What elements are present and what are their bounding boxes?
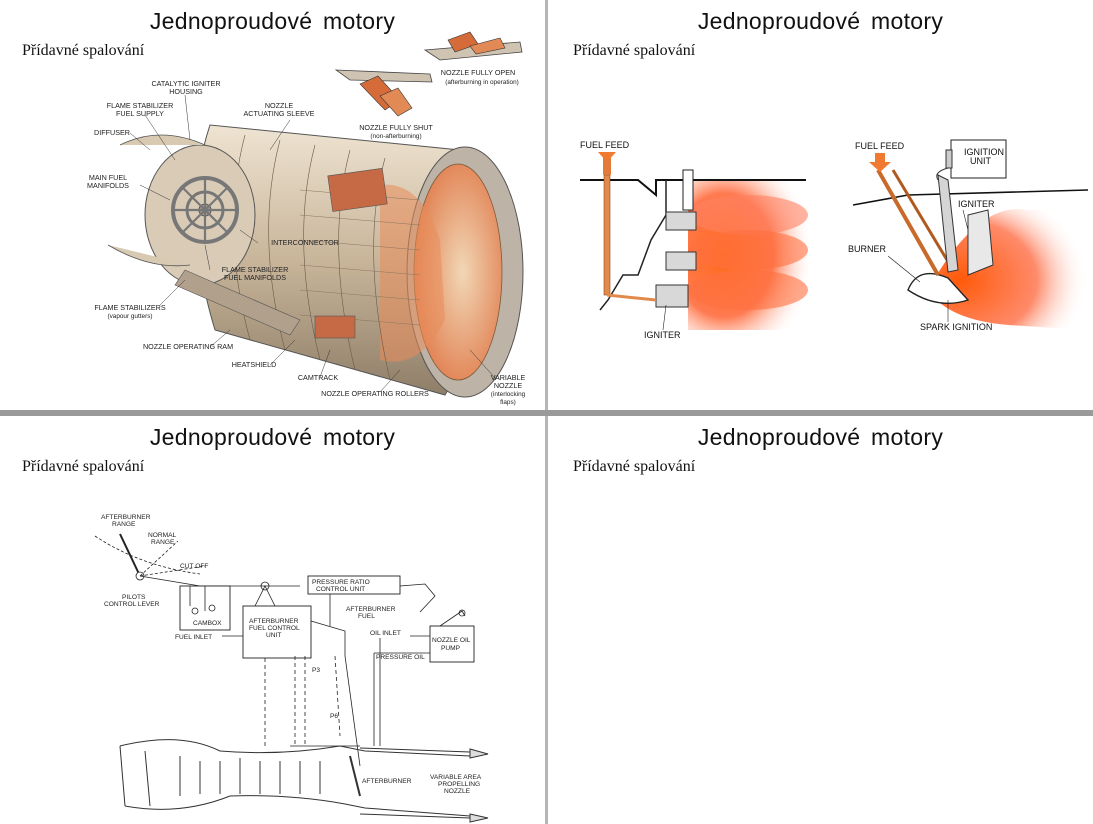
label-vapour-gutters: (vapour gutters) <box>107 313 152 320</box>
slide-1: Jednoproudové motory Přídavné spalování <box>0 0 545 410</box>
label-fs-fuel-manifolds-2: FUEL MANIFOLDS <box>224 273 286 282</box>
slide-2: Jednoproudové motory Přídavné spalování <box>548 0 1093 410</box>
label-burner: BURNER <box>848 244 887 254</box>
horizontal-divider <box>0 410 1093 416</box>
pressure-ratio-control-unit <box>307 575 401 595</box>
label-fuel-inlet: FUEL INLET <box>175 634 212 641</box>
label-variable: VARIABLE <box>491 373 526 382</box>
label-afterburner-fuel: AFTERBURNER <box>346 606 396 613</box>
label-pressure-ratio: PRESSURE RATIO <box>312 579 370 586</box>
afterburner-fuel-control-unit <box>242 605 312 659</box>
label-variable-area: VARIABLE AREA <box>430 774 482 781</box>
slide-subtitle: Přídavné spalování <box>22 42 145 59</box>
label-nozzle-operating-rollers: NOZZLE OPERATING ROLLERS <box>321 389 429 398</box>
label-spark-ignition: SPARK IGNITION <box>920 322 992 332</box>
label-afterburner: AFTERBURNER <box>362 778 412 785</box>
afterburner-jetpipe <box>195 124 524 398</box>
label-fuel: FUEL <box>358 613 375 620</box>
label-afterburner-range: AFTERBURNER <box>101 514 151 521</box>
label-pump: PUMP <box>441 645 461 652</box>
nozzle-shut-inset <box>334 69 433 117</box>
afterburner-cutaway-diagram: NOZZLE FULLY OPEN (afterburning in opera… <box>87 31 526 406</box>
pilots-control-lever <box>94 533 300 587</box>
label-catalytic-igniter: CATALYTIC IGNITER <box>151 79 220 88</box>
label-fuel-control: FUEL CONTROL <box>249 625 300 632</box>
label-manifolds: MANIFOLDS <box>87 181 129 190</box>
label-igniter-left: IGNITER <box>644 330 681 340</box>
label-fs-fuel-manifolds: FLAME STABILIZER <box>222 265 289 274</box>
label-interlocking: (interlocking <box>491 391 526 398</box>
label-main-fuel: MAIN FUEL <box>89 173 127 182</box>
label-oil-inlet: OIL INLET <box>370 630 401 637</box>
label-nozzle-shut-note: (non-afterburning) <box>370 133 421 140</box>
afterburner-control-system-diagram: AFTERBURNER RANGE NORMAL RANGE CUT OFF P… <box>94 514 489 823</box>
slide-3: Jednoproudové motory Přídavné spalování <box>0 416 545 824</box>
label-flaps: flaps) <box>500 399 516 406</box>
label-normal-range-2: RANGE <box>151 539 175 546</box>
label-nozzle: NOZZLE <box>444 788 471 795</box>
label-variable-nozzle: NOZZLE <box>494 381 523 390</box>
slide-subtitle: Přídavné spalování <box>573 42 696 59</box>
slide-subtitle: Přídavné spalování <box>22 458 145 475</box>
label-afterburner-fcu: AFTERBURNER <box>249 618 299 625</box>
slide-4: Jednoproudové motory Přídavné spalování <box>548 416 1093 824</box>
label-pilots: PILOTS <box>122 594 146 601</box>
nozzle-oil-pump <box>429 625 475 663</box>
engine-outline <box>119 739 489 823</box>
catalytic-ignition-diagram: FUEL FEED IGNITER <box>580 140 808 340</box>
label-pressure-oil: PRESSURE OIL <box>376 654 425 661</box>
label-diffuser: DIFFUSER <box>94 128 130 137</box>
label-flame-stabilizer-supply-2: FUEL SUPPLY <box>116 109 164 118</box>
slide-title: Jednoproudové motory <box>697 8 944 34</box>
slide-title: Jednoproudové motory <box>697 424 944 450</box>
label-nozzle-operating-ram: NOZZLE OPERATING RAM <box>143 342 233 351</box>
label-nozzle-sleeve: NOZZLE <box>265 101 294 110</box>
label-flame-stabilizers: FLAME STABILIZERS <box>94 303 166 312</box>
label-normal-range: NORMAL <box>148 532 177 539</box>
label-propelling: PROPELLING <box>438 781 480 788</box>
spark-ignition-diagram: FUEL FEED IGNITION UNIT IGNITER BURNER S… <box>848 139 1089 332</box>
label-afterburner-range-2: RANGE <box>112 521 136 528</box>
label-fuel-feed-right: FUEL FEED <box>855 141 905 151</box>
label-camtrack: CAMTRACK <box>298 373 339 382</box>
slide-subtitle: Přídavné spalování <box>573 458 696 475</box>
label-ignition-unit: IGNITION <box>964 147 1004 157</box>
label-p3: P3 <box>312 667 320 674</box>
label-nozzle-open-note: (afterburning in operation) <box>445 79 519 86</box>
slide-title: Jednoproudové motory <box>149 8 396 34</box>
label-cambox: CAMBOX <box>193 620 222 627</box>
label-cut-off: CUT OFF <box>180 563 208 570</box>
label-nozzle-fully-shut: NOZZLE FULLY SHUT <box>359 123 433 132</box>
label-unit: UNIT <box>266 632 281 639</box>
label-nozzle-sleeve-2: ACTUATING SLEEVE <box>244 109 315 118</box>
label-interconnector: INTERCONNECTOR <box>271 238 339 247</box>
label-control-unit: CONTROL UNIT <box>316 586 365 593</box>
label-heatshield: HEATSHIELD <box>232 360 277 369</box>
nozzle-open-inset <box>423 31 523 61</box>
label-control-lever: CONTROL LEVER <box>104 601 160 608</box>
label-fuel-feed-left: FUEL FEED <box>580 140 630 150</box>
label-p6: P6 <box>330 713 338 720</box>
label-igniter-right: IGNITER <box>958 199 995 209</box>
front-section <box>107 134 301 336</box>
ignition-diagrams: FUEL FEED IGNITER FUEL FEED IGNITION UNI… <box>580 139 1089 340</box>
label-nozzle-fully-open: NOZZLE FULLY OPEN <box>441 68 515 77</box>
label-catalytic-housing: HOUSING <box>169 87 203 96</box>
label-ignition-unit-2: UNIT <box>970 156 991 166</box>
slide-title: Jednoproudové motory <box>149 424 396 450</box>
label-nozzle-oil: NOZZLE OIL <box>432 637 471 644</box>
label-flame-stabilizer-supply: FLAME STABILIZER <box>107 101 174 110</box>
